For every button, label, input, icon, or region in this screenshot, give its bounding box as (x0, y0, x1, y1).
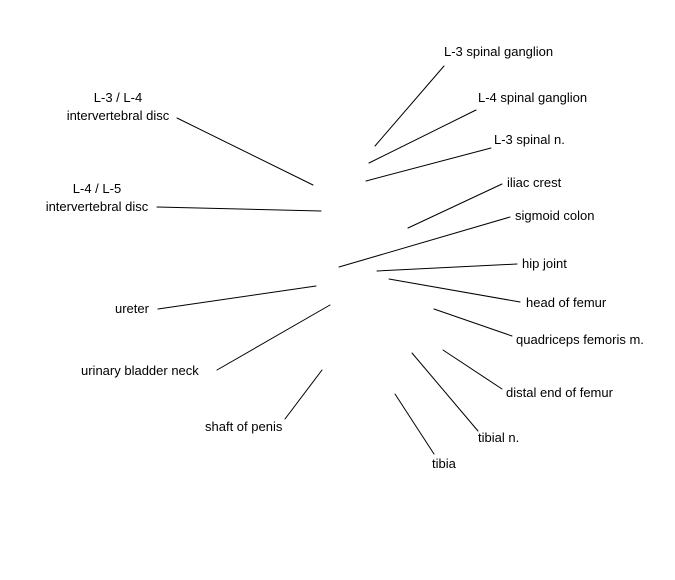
leader-line-tibia (394, 393, 435, 455)
label-l3-l4-disc: L-3 / L-4 intervertebral disc (66, 90, 170, 123)
leader-line-sigmoid-colon (338, 216, 511, 268)
leader-line-shaft-of-penis (284, 369, 323, 420)
leader-line-quadriceps-femoris (433, 308, 513, 337)
leader-line-iliac-crest (407, 183, 503, 229)
leader-line-distal-end-of-femur (442, 349, 503, 390)
label-quadriceps-femoris: quadriceps femoris m. (516, 332, 644, 347)
label-iliac-crest: iliac crest (507, 175, 562, 190)
leader-line-urinary-bladder-neck (216, 304, 331, 371)
label-distal-end-of-femur: distal end of femur (506, 385, 613, 400)
label-urinary-bladder-neck: urinary bladder neck (81, 363, 199, 378)
label-l3-spinal-ganglion: L-3 spinal ganglion (444, 44, 554, 59)
label-l4-spinal-ganglion: L-4 spinal ganglion (478, 90, 588, 105)
leader-line-l3-spinal-n (365, 147, 492, 182)
leader-line-l4-spinal-ganglion (368, 109, 477, 164)
label-hip-joint: hip joint (522, 256, 567, 271)
label-tibia: tibia (432, 456, 456, 471)
label-ureter: ureter (115, 301, 149, 316)
label-tibial-n: tibial n. (478, 430, 520, 445)
label-l3-spinal-n: L-3 spinal n. (494, 132, 565, 147)
leader-line-tibial-n (411, 352, 479, 432)
label-sigmoid-colon: sigmoid colon (515, 208, 595, 223)
leader-line-hip-joint (376, 263, 518, 272)
leader-line-l3-l4-disc (176, 117, 314, 186)
leader-line-head-of-femur (388, 278, 521, 303)
leader-line-ureter (157, 285, 317, 310)
label-shaft-of-penis: shaft of penis (205, 419, 283, 434)
label-l4-l5-disc: L-4 / L-5 intervertebral disc (45, 181, 149, 214)
label-head-of-femur: head of femur (526, 295, 607, 310)
leader-line-l4-l5-disc (156, 206, 322, 212)
leader-line-l3-spinal-ganglion (374, 65, 445, 147)
